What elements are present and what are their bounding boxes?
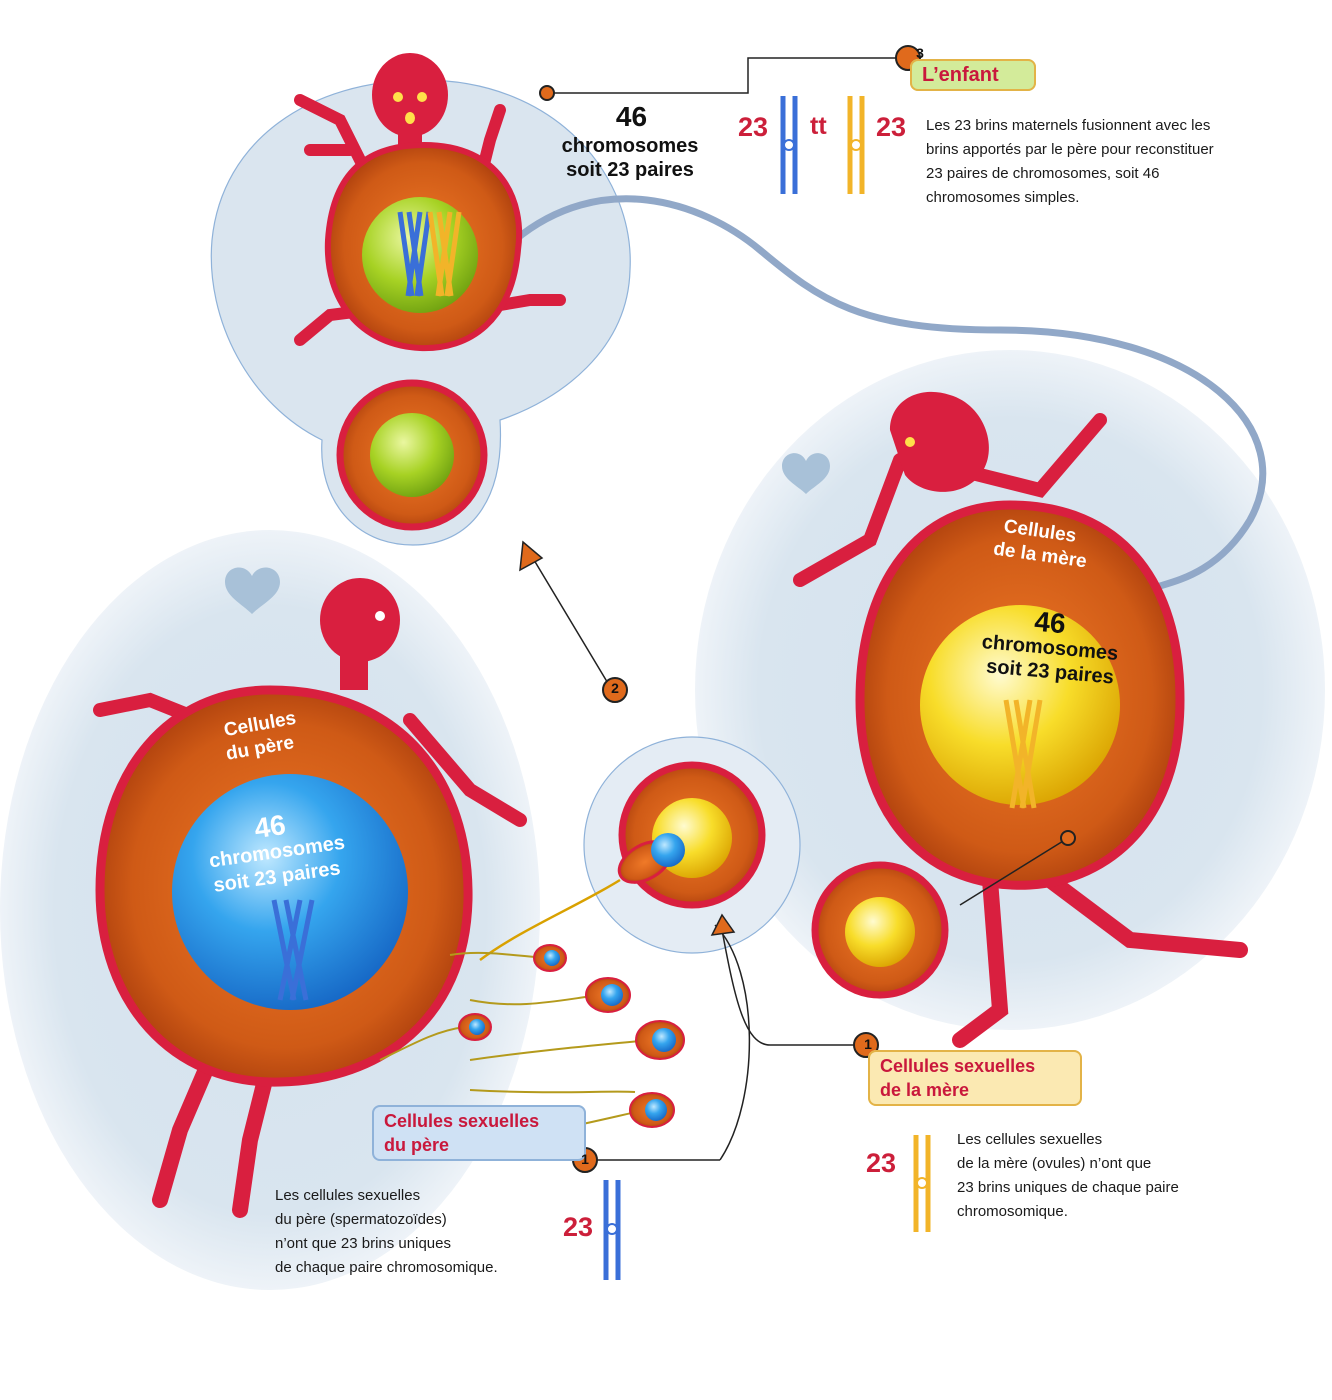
child-count-label-2: soit 23 paires — [566, 159, 694, 181]
mother-description-line: chromosomique. — [957, 1203, 1068, 1220]
child-left-count: 23 — [738, 112, 769, 142]
step-number: 1 — [864, 1036, 872, 1052]
target-icon — [539, 85, 555, 101]
father-nucleus-chromosomes — [271, 899, 315, 1001]
child-chromosomes — [397, 211, 462, 297]
mother-egg-cell — [811, 861, 949, 999]
heart-icon — [225, 567, 280, 614]
child-egg-cell — [336, 379, 488, 531]
mother-description-line: de la mère (ovules) n’ont que — [957, 1155, 1152, 1172]
mother-sex-cells-title-2: de la mère — [880, 1080, 970, 1100]
father-description-line: du père (spermatozoïdes) — [275, 1211, 447, 1228]
mother-description-line: 23 brins uniques de chaque paire — [957, 1179, 1179, 1196]
sperm-cells — [379, 944, 685, 1141]
target-icon — [1060, 830, 1076, 846]
mother-leader-line — [959, 837, 1069, 906]
mother-arrow — [721, 929, 862, 1046]
child-description: Les 23 brins maternels fusionnent avec l… — [926, 117, 1214, 206]
arrow-head-icon — [519, 540, 544, 572]
child-right-count: 23 — [876, 112, 907, 142]
father-arrow — [714, 924, 751, 1161]
fusion-arrow — [527, 549, 613, 691]
child-pair-chromosomes — [780, 96, 865, 194]
mother-sex-cell-chromosome — [913, 1135, 931, 1232]
father-sex-cell-count: 23 — [563, 1212, 594, 1242]
father-description-line: Les cellules sexuelles — [275, 1187, 421, 1204]
father-sex-cells-title-2: du père — [384, 1135, 450, 1155]
father-figure — [93, 578, 527, 1218]
father-description: Les cellules sexuelles du père (spermato… — [275, 1184, 595, 1280]
fused-cell — [479, 761, 766, 962]
mother-nucleus-chromosomes — [1003, 699, 1043, 809]
father-description-line: de chaque paire chromosomique. — [275, 1259, 498, 1276]
step-2-marker — [602, 677, 628, 703]
mother-description-line: Les cellules sexuelles — [957, 1131, 1103, 1148]
mother-sex-cell-count: 23 — [866, 1148, 897, 1178]
child-count-number: 46 — [615, 101, 648, 132]
step-number: 2 — [611, 680, 619, 696]
step-number: 3 — [916, 45, 924, 61]
child-figure — [294, 53, 566, 352]
umbilical-cord — [511, 195, 1267, 590]
mother-figure — [793, 391, 1248, 1048]
heart-icon — [782, 453, 830, 494]
mother-description: Les cellules sexuelles de la mère (ovule… — [957, 1128, 1257, 1224]
father-sex-cell-chromosome — [603, 1180, 621, 1280]
child-leader-line — [547, 57, 908, 94]
mother-sex-cells-title: Cellules sexuelles de la mère — [868, 1050, 1082, 1106]
step-number: 1 — [581, 1151, 589, 1167]
mother-sex-cells-title-1: Cellules sexuelles — [880, 1056, 1036, 1076]
arrow-head-icon — [710, 913, 736, 936]
child-connector: tt — [810, 112, 827, 140]
father-description-line: n’ont que 23 brins uniques — [275, 1235, 451, 1252]
father-sex-cells-title-1: Cellules sexuelles — [384, 1111, 540, 1131]
child-count-label: chromosomes — [561, 135, 699, 157]
father-sex-cells-title: Cellules sexuelles du père — [372, 1105, 586, 1161]
child-title: L’enfant — [910, 59, 1036, 91]
